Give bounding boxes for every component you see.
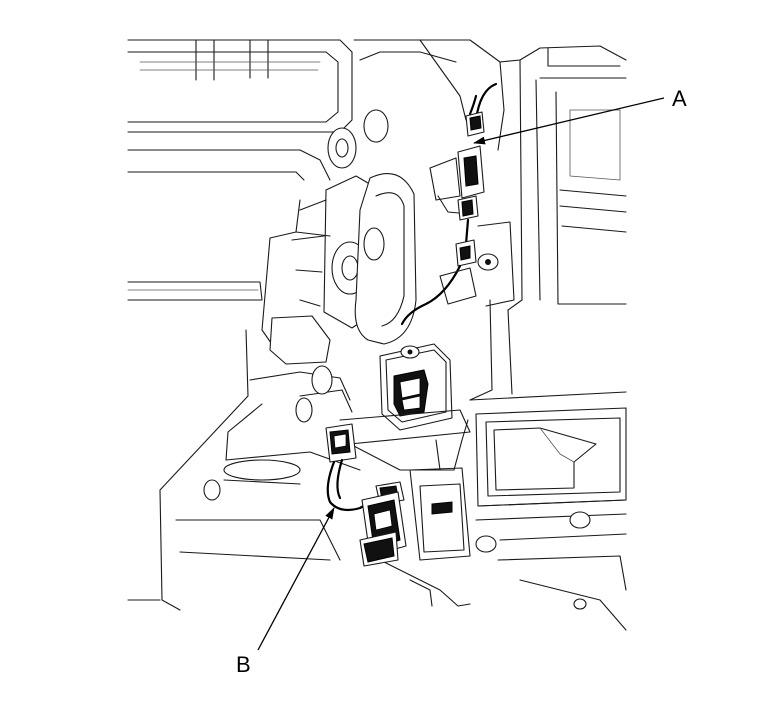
- housing-right-lower: [469, 299, 627, 631]
- housing-top-right: [353, 39, 627, 311]
- housing-left: [127, 199, 353, 611]
- callout-a-label: A: [672, 86, 687, 111]
- blower-resistor: [379, 343, 453, 431]
- door-lever: [291, 109, 417, 345]
- housing-center-lower: [175, 409, 471, 607]
- housing-upper-left: [127, 39, 353, 301]
- leader-b: [257, 507, 335, 651]
- leader-a: [473, 97, 665, 145]
- callout-b-label: B: [236, 652, 251, 677]
- connector-b: [325, 423, 407, 567]
- connector-a: [400, 82, 515, 326]
